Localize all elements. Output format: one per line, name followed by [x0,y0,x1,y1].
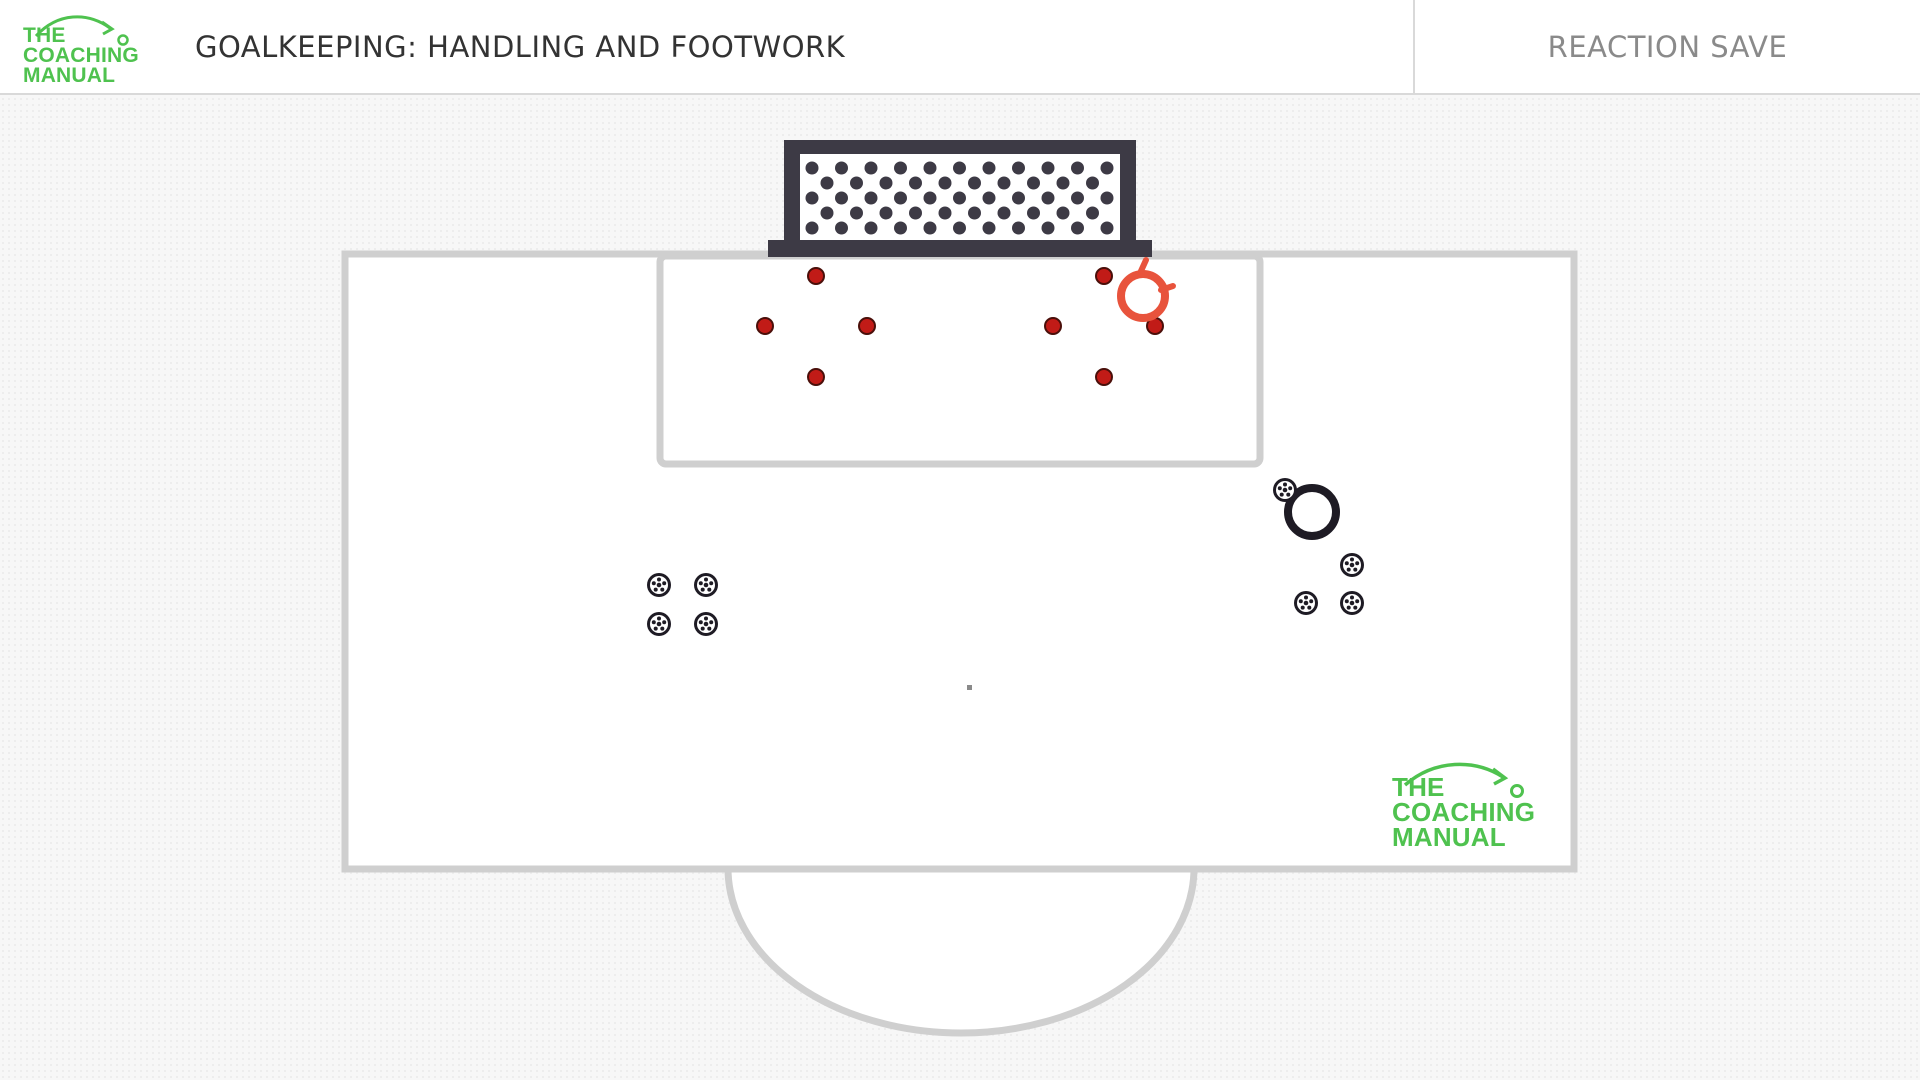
net-hole [982,161,996,175]
net-hole [850,176,863,190]
net-hole [894,161,907,175]
logo-wordmark: THE COACHING MANUAL [1392,772,1536,852]
net-hole [864,221,878,235]
net-hole [997,176,1011,190]
net-hole [1071,191,1084,205]
penalty-spot [967,685,972,690]
net-hole [953,161,966,175]
logo-word-coaching: COACHING [23,44,139,67]
marker-cone [807,368,825,386]
player-ball[interactable] [1273,478,1297,502]
drill-name: REACTION SAVE [1547,30,1788,64]
logo-arrow-icon [34,15,129,46]
net-hole [879,206,893,220]
net-hole [894,221,907,235]
goalkeeper-player[interactable] [1117,257,1176,322]
net-hole [1056,206,1070,220]
net-hole [1027,206,1040,220]
marker-cone [1095,368,1113,386]
net-hole [1041,191,1055,205]
pitch-watermark-logo: THE COACHING MANUAL [1385,755,1555,855]
net-hole [982,191,996,205]
net-hole [1012,161,1025,175]
net-hole [835,191,848,205]
penalty-arc [724,867,1198,1037]
net-hole [1071,161,1084,175]
net-hole [1012,191,1025,205]
marker-cone [1044,317,1062,335]
net-hole [968,206,981,220]
net-hole [820,206,834,220]
net-hole [835,161,848,175]
goal-net [805,161,1114,235]
net-hole [953,221,966,235]
ball[interactable] [1340,591,1364,615]
header-divider [1413,0,1415,95]
coaching-manual-logo[interactable]: THE COACHING MANUAL [18,10,158,90]
marker-cone [858,317,876,335]
ball[interactable] [694,612,718,636]
net-hole [1100,221,1114,235]
header-bar: THE COACHING MANUAL GOALKEEPING: HANDLIN… [0,0,1920,95]
net-hole [850,206,863,220]
net-hole [894,191,907,205]
logo-word-the: THE [1392,772,1445,802]
net-hole [909,176,922,190]
net-hole [1041,161,1055,175]
net-hole [805,221,819,235]
net-hole [953,191,966,205]
net-hole [968,176,981,190]
net-hole [805,191,819,205]
net-hole [938,176,952,190]
net-hole [923,221,937,235]
logo-word-manual: MANUAL [23,64,116,87]
net-hole [805,161,819,175]
net-hole [923,191,937,205]
ball[interactable] [647,573,671,597]
net-hole [982,221,996,235]
net-hole [923,161,937,175]
net-hole [1071,221,1084,235]
net-hole [997,206,1011,220]
ball[interactable] [647,612,671,636]
net-hole [879,176,893,190]
ball[interactable] [694,573,718,597]
logo-arrow-icon [1403,762,1524,798]
net-hole [820,176,834,190]
net-hole [1056,176,1070,190]
net-hole [835,221,848,235]
net-hole [1041,221,1055,235]
ball[interactable] [1294,591,1318,615]
goal [768,140,1152,257]
marker-cone [807,267,825,285]
logo-wordmark: THE COACHING MANUAL [23,24,139,87]
logo-word-manual: MANUAL [1392,822,1506,852]
net-hole [1012,221,1025,235]
net-hole [864,161,878,175]
net-hole [938,206,952,220]
net-hole [1100,191,1114,205]
marker-cone [1095,267,1113,285]
net-hole [1086,176,1099,190]
drill-category-title: GOALKEEPING: HANDLING AND FOOTWORK [195,30,846,64]
logo-word-coaching: COACHING [1392,797,1536,827]
net-hole [864,191,878,205]
server-player[interactable] [1284,484,1340,540]
markers [756,267,1164,386]
net-hole [909,206,922,220]
net-hole [1086,206,1099,220]
net-hole [1027,176,1040,190]
logo-word-the: THE [23,24,66,47]
ball[interactable] [1340,553,1364,577]
marker-cone [756,317,774,335]
net-hole [1100,161,1114,175]
